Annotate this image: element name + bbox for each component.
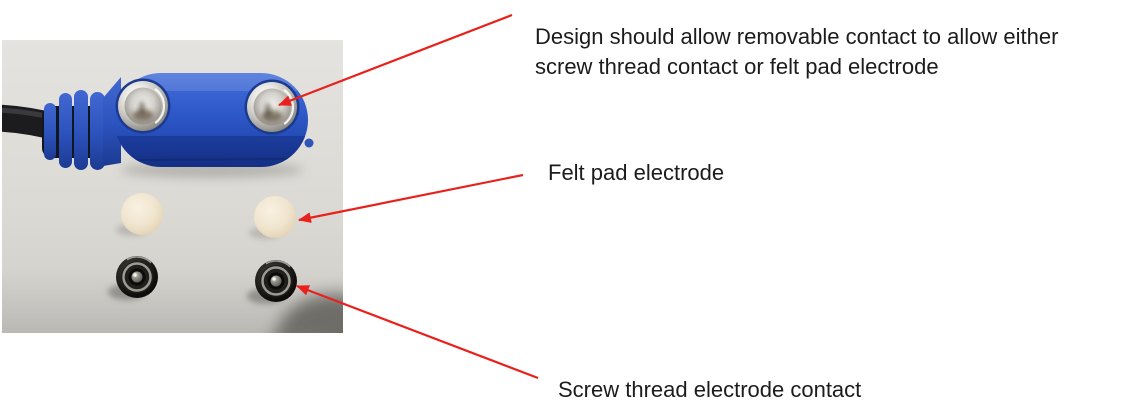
metal-socket-left xyxy=(115,78,171,134)
electrode-photo xyxy=(2,40,343,333)
felt-pad-label: Felt pad electrode xyxy=(548,160,725,185)
design-note-line1: Design should allow removable contact to… xyxy=(535,24,1059,49)
connector-nub xyxy=(304,138,314,148)
electrode-photo-frame xyxy=(2,40,343,333)
screw-contact-right xyxy=(247,260,297,304)
screw-contact-left xyxy=(108,256,158,300)
felt-pad-left xyxy=(116,193,163,236)
design-note-line2: screw thread contact or felt pad electro… xyxy=(535,54,939,79)
felt-pad-right xyxy=(249,196,296,239)
design-note-label: Design should allow removable contact to… xyxy=(535,22,1058,82)
screw-thread-label: Screw thread electrode contact xyxy=(558,377,862,402)
